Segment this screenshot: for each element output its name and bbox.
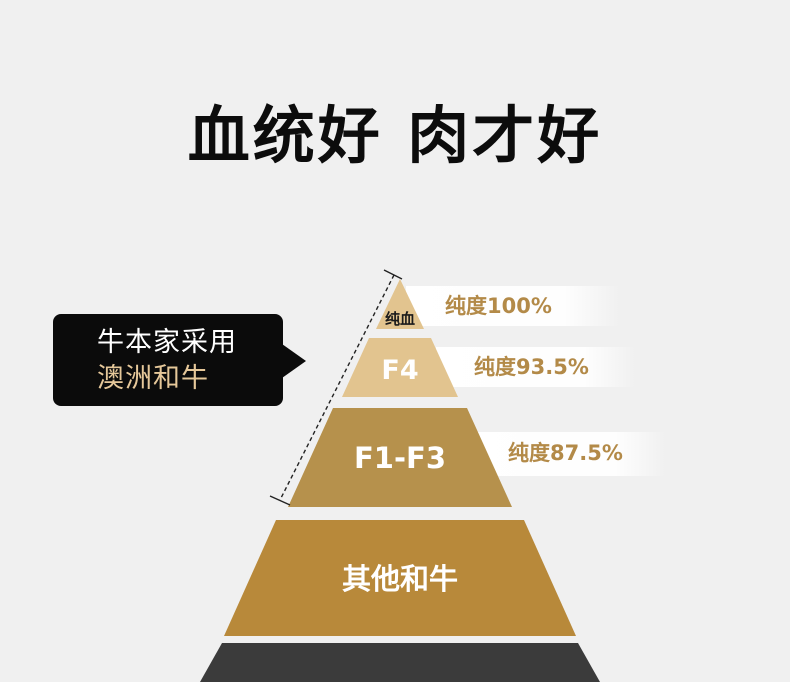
callout-box: 牛本家采用 澳洲和牛 xyxy=(53,314,306,406)
purity-label-f1-f3: 纯度87.5% xyxy=(508,441,623,465)
tier-f1-f3 xyxy=(288,408,512,507)
purity-band-2 xyxy=(436,347,636,387)
purity-label-f4: 纯度93.5% xyxy=(474,355,589,379)
tier-base xyxy=(200,643,600,682)
bracket-cap-top xyxy=(383,269,403,280)
tier-label-f4: F4 xyxy=(381,355,419,386)
tier-other-wagyu xyxy=(224,520,576,636)
bracket-line xyxy=(279,274,395,501)
tier-f4 xyxy=(342,338,458,397)
headline: 血统好 肉才好 xyxy=(187,99,603,172)
callout-line-1: 牛本家采用 xyxy=(97,327,237,358)
purity-band-1 xyxy=(406,286,620,326)
purity-band-3 xyxy=(470,432,666,476)
callout-line-2: 澳洲和牛 xyxy=(97,363,209,394)
tier-label-other-wagyu: 其他和牛 xyxy=(341,562,458,596)
tier-apex-purebred xyxy=(376,279,424,329)
tier-label-f1-f3: F1-F3 xyxy=(353,441,446,475)
tier-label-purebred: 纯血 xyxy=(384,310,415,328)
bracket-cap-bottom xyxy=(269,495,291,506)
purity-label-purebred: 纯度100% xyxy=(445,294,552,318)
